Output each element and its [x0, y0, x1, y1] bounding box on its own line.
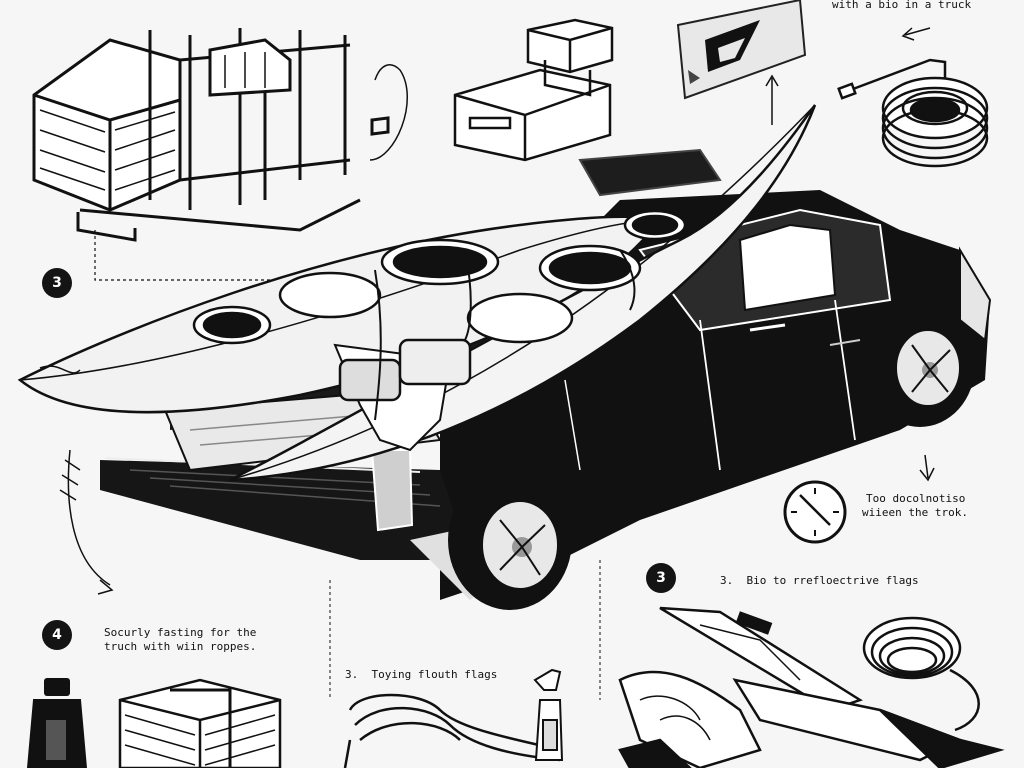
caption-bottom-right-heading: 3. Bio to rrefloectrive flags — [720, 574, 919, 587]
caption-middle-right-line1: Too docolnotiso — [866, 492, 966, 505]
step-badge-3-right: 3 — [646, 563, 676, 593]
step-badge-3-left: 3 — [42, 268, 72, 298]
tag-sign-icon — [676, 0, 807, 100]
compass-icon — [783, 480, 847, 544]
paddle-icon — [618, 606, 1005, 768]
caption-top-right: with a bio in a truck — [832, 0, 972, 11]
hose-coil-icon — [837, 58, 989, 168]
bottle-icon — [26, 678, 88, 768]
kayak-icon — [17, 104, 817, 482]
storage-box-icon — [453, 18, 614, 162]
caption-bottom-center: 3. Toying flouth flags — [345, 668, 498, 681]
caption-middle-right-line2: wiieen the trok. — [862, 506, 968, 519]
rope-coil-icon — [343, 693, 561, 768]
wooden-crate-icon — [32, 28, 390, 242]
caption-bottom-left-line2: truch with wiin roppes. — [104, 640, 257, 653]
spray-bottle-icon — [533, 668, 564, 761]
rope-coil-icon — [862, 616, 980, 732]
lumber-bundle-icon — [118, 678, 282, 768]
caption-bottom-left-line1: Socurly fasting for the — [104, 626, 257, 639]
step-badge-4-left: 4 — [42, 620, 72, 650]
